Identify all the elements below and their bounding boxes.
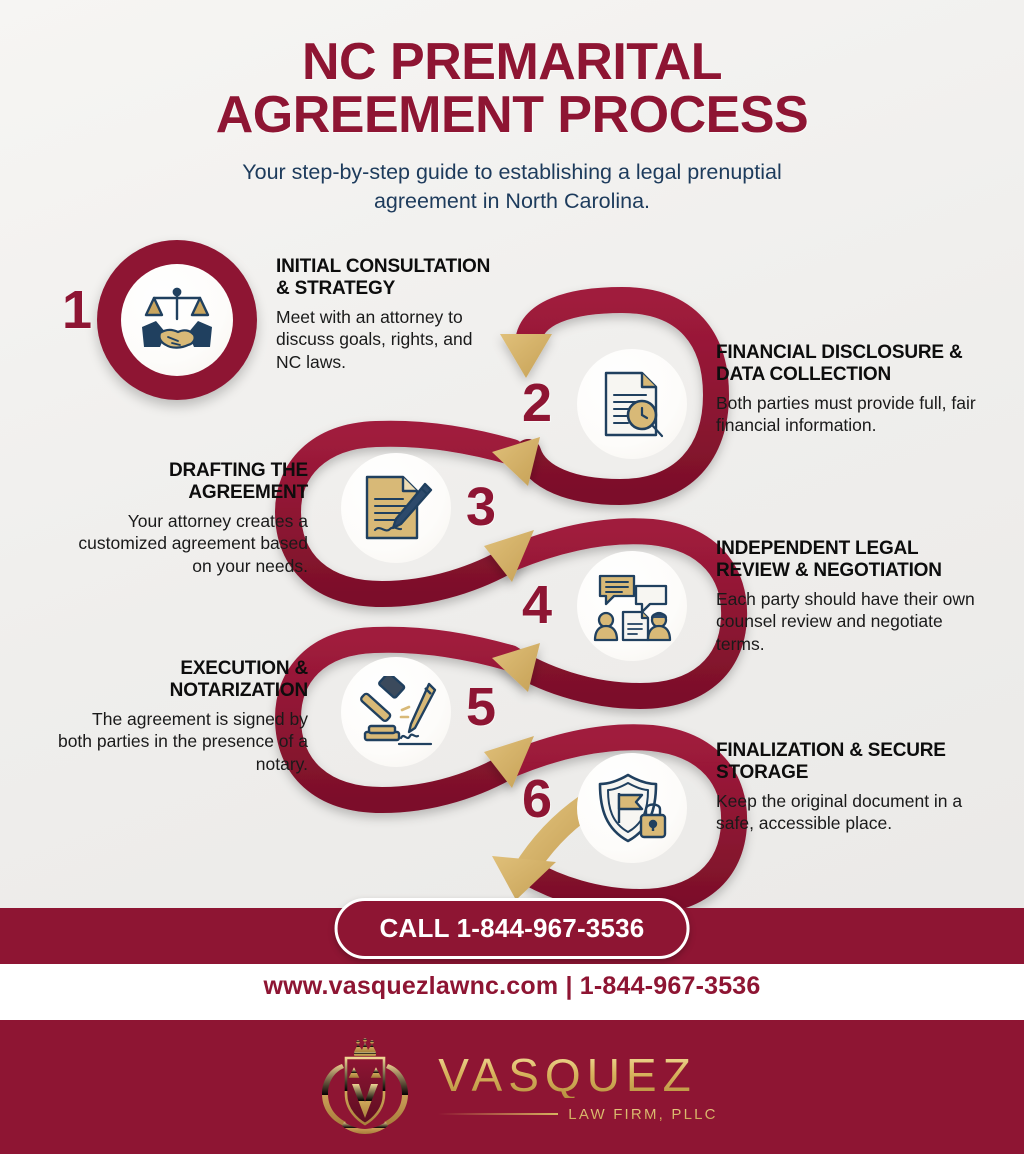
step-heading-2: FINANCIAL DISCLOSURE & DATA COLLECTION [716,342,963,386]
step-text-3: DRAFTING THE AGREEMENT Your attorney cre… [64,460,308,577]
step-text-6: FINALIZATION & SECURE STORAGE Keep the o… [716,740,978,835]
step-icon-2 [577,349,687,459]
vasquez-crest-icon [322,1038,409,1134]
step-node-4 [568,542,696,670]
step-number-4: 4 [522,575,553,635]
connector-2-3 [274,420,540,608]
step-icon-1 [121,264,233,376]
step-icon-4 [577,551,687,661]
step-node-3 [332,444,460,572]
contact-line[interactable]: www.vasquezlawnc.com | 1-844-967-3536 [263,972,761,1000]
call-button-label: CALL 1-844-967-3536 [379,913,645,943]
step-heading-6: FINALIZATION & SECURE STORAGE [716,740,946,784]
step-heading-5: EXECUTION & NOTARIZATION [169,658,309,702]
step-body-4: Each party should have their own counsel… [716,589,975,654]
step-icon-5 [341,657,451,767]
title-line-2: AGREEMENT PROCESS [215,86,809,145]
logo-band [0,1020,1024,1154]
logo-text-block: VASQUEZ LAW FIRM, PLLC [438,1052,717,1123]
step-number-1: 1 [62,280,93,340]
brand-logo: VASQUEZ LAW FIRM, PLLC [0,1020,1024,1154]
step-body-3: Your attorney creates a customized agree… [78,511,308,576]
step-body-6: Keep the original document in a safe, ac… [716,791,963,834]
connector-1-2 [500,286,730,506]
logo-sub: LAW FIRM, PLLC [438,1106,717,1123]
step-icon-3 [341,453,451,563]
step-heading-3: DRAFTING THE AGREEMENT [168,460,308,504]
step-node-5 [332,648,460,776]
call-button[interactable]: CALL 1-844-967-3536 [334,898,690,959]
logo-divider [438,1113,559,1115]
step-icon-6 [577,753,687,863]
step-heading-4: INDEPENDENT LEGAL REVIEW & NEGOTIATION [716,538,942,582]
page-subtitle: Your step-by-step guide to establishing … [242,160,782,213]
step-text-2: FINANCIAL DISCLOSURE & DATA COLLECTION B… [716,342,982,437]
step-node-1 [97,240,257,400]
step-body-1: Meet with an attorney to discuss goals, … [276,307,473,372]
page-title: NC PREMARITAL AGREEMENT PROCESS [0,0,1024,142]
step-text-1: INITIAL CONSULTATION & STRATEGY Meet wit… [276,256,502,373]
logo-name: VASQUEZ [438,1052,717,1098]
contact-band [0,964,1024,1020]
header: NC PREMARITAL AGREEMENT PROCESS Your ste… [0,0,1024,215]
step-node-6 [568,744,696,872]
step-text-5: EXECUTION & NOTARIZATION The agreement i… [56,658,308,775]
step-number-6: 6 [522,769,553,829]
logo-tagline: LAW FIRM, PLLC [568,1105,718,1123]
step-number-3: 3 [466,477,497,537]
step-text-4: INDEPENDENT LEGAL REVIEW & NEGOTIATION E… [716,538,984,655]
step-number-5: 5 [466,677,497,737]
title-line-1: NC PREMARITAL [301,33,723,91]
connector-3-4 [484,518,748,710]
step-heading-1: INITIAL CONSULTATION & STRATEGY [276,256,491,300]
step-body-2: Both parties must provide full, fair fin… [716,393,976,436]
connector-4-5 [274,626,540,814]
step-body-5: The agreement is signed by both parties … [57,709,308,774]
step-number-2: 2 [522,373,553,433]
step-node-2 [568,340,696,468]
